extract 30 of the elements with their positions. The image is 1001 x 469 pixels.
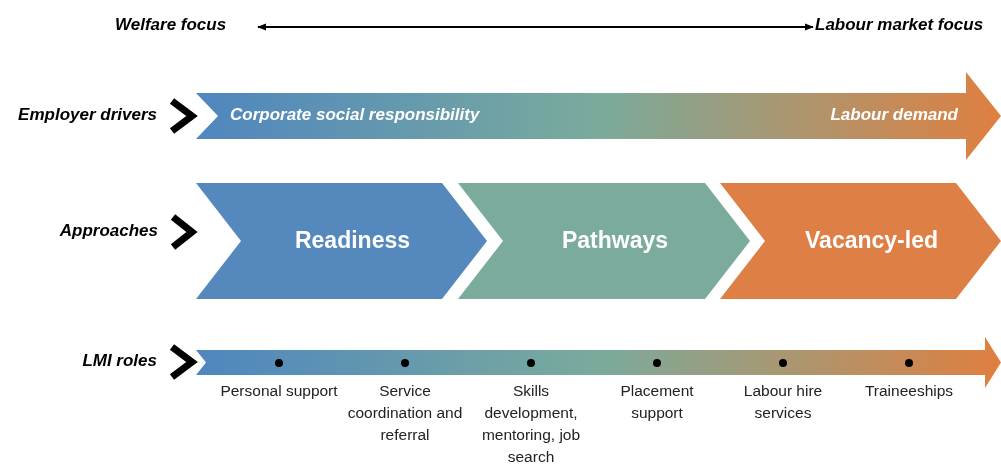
dot-marker — [905, 358, 913, 367]
axis-label: Approaches — [59, 221, 158, 241]
dot-marker — [653, 358, 661, 367]
chevron-shape — [720, 183, 1001, 299]
dot-marker — [527, 358, 535, 367]
dot-marker — [779, 358, 787, 367]
dot-marker — [275, 358, 283, 367]
gradient-arrow-band — [196, 72, 1001, 160]
role-caption: Skills development, mentoring, job search — [480, 381, 582, 467]
dot-marker — [401, 358, 409, 367]
band-label: Corporate social responsibility — [230, 105, 480, 125]
stage-label: Pathways — [560, 227, 670, 254]
axis-label: LMI roles — [82, 351, 157, 371]
role-caption: Traineeships — [863, 381, 955, 401]
chevron-arrow — [169, 98, 198, 134]
double-arrow — [257, 23, 814, 31]
chevron-shape — [196, 183, 487, 299]
chevron-shape — [458, 183, 750, 299]
role-caption: Personal support — [219, 381, 339, 401]
role-caption: Service coordination and referral — [346, 381, 464, 445]
band-label: Labour demand — [830, 105, 958, 125]
stage-label: Vacancy-led — [804, 227, 939, 254]
chevron-arrow — [169, 344, 198, 380]
axis-label: Welfare focus — [115, 15, 227, 35]
axis-label: Labour market focus — [815, 15, 984, 35]
role-caption: Placement support — [619, 381, 695, 423]
chevron-arrow — [170, 214, 198, 250]
axis-label: Employer drivers — [18, 105, 157, 125]
role-caption: Labour hire services — [742, 381, 824, 423]
stage-label: Readiness — [293, 227, 412, 254]
